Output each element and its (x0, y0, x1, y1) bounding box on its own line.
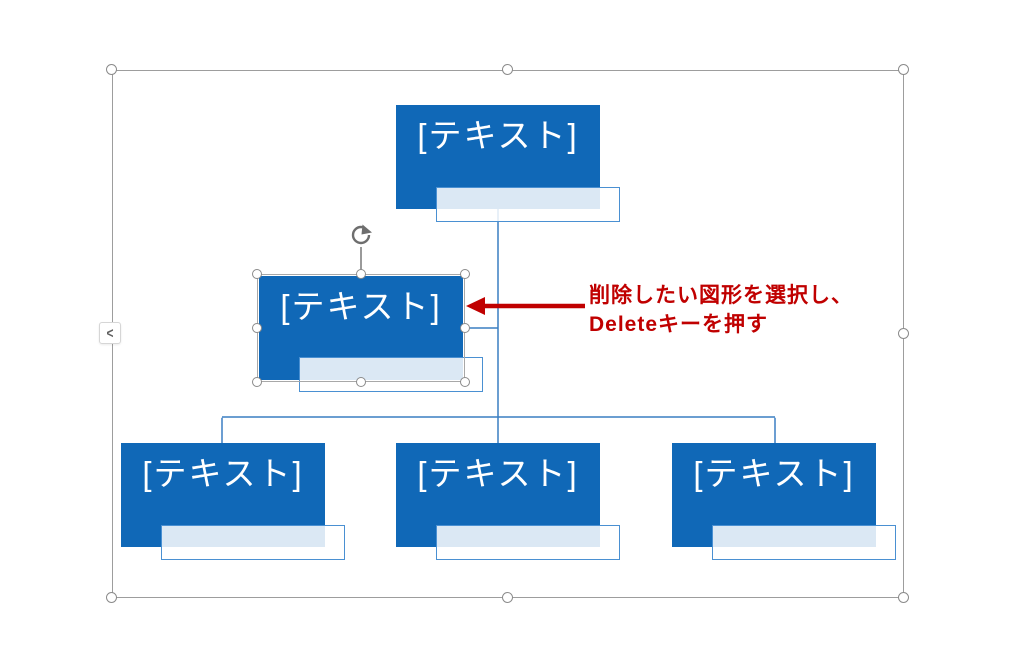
frame-handle-bottom-right[interactable] (898, 592, 909, 603)
annotation-text: 削除したい図形を選択し、 Deleteキーを押す (589, 281, 853, 339)
annotation-text-line2: Deleteキーを押す (589, 313, 769, 336)
node-subtitle-box-child-3[interactable] (712, 525, 896, 560)
shape-handle-bottom-left[interactable] (252, 377, 262, 387)
node-label: [テキスト] (693, 455, 855, 492)
node-label: [テキスト] (280, 288, 442, 325)
rotate-icon (351, 225, 371, 245)
frame-handle-top-left[interactable] (106, 64, 117, 75)
frame-handle-bottom-left[interactable] (106, 592, 117, 603)
shape-handle-mid-right[interactable] (460, 323, 470, 333)
shape-handle-bottom-right[interactable] (460, 377, 470, 387)
node-subtitle-box-child-1[interactable] (161, 525, 345, 560)
node-label: [テキスト] (142, 455, 304, 492)
node-subtitle-box-assistant[interactable] (299, 357, 483, 392)
rotate-icon-arrowhead (361, 224, 372, 235)
annotation-text-line1: 削除したい図形を選択し、 (589, 284, 853, 307)
shape-handle-top-left[interactable] (252, 269, 262, 279)
org-node-assistant-selected[interactable]: [テキスト] (259, 276, 463, 380)
frame-handle-top-center[interactable] (502, 64, 513, 75)
shape-handle-top-right[interactable] (460, 269, 470, 279)
chevron-left-icon: < (106, 324, 114, 342)
shape-handle-mid-left[interactable] (252, 323, 262, 333)
node-subtitle-box-top[interactable] (436, 187, 620, 222)
node-label: [テキスト] (417, 117, 579, 154)
node-label: [テキスト] (417, 455, 579, 492)
annotation-arrow-head (466, 297, 485, 315)
shape-handle-bottom-center[interactable] (356, 377, 366, 387)
text-pane-toggle-button[interactable]: < (99, 322, 121, 344)
frame-handle-bottom-center[interactable] (502, 592, 513, 603)
rotate-handle[interactable] (344, 218, 380, 276)
frame-handle-mid-right[interactable] (898, 328, 909, 339)
frame-handle-top-right[interactable] (898, 64, 909, 75)
shape-handle-top-center[interactable] (356, 269, 366, 279)
node-subtitle-box-child-2[interactable] (436, 525, 620, 560)
